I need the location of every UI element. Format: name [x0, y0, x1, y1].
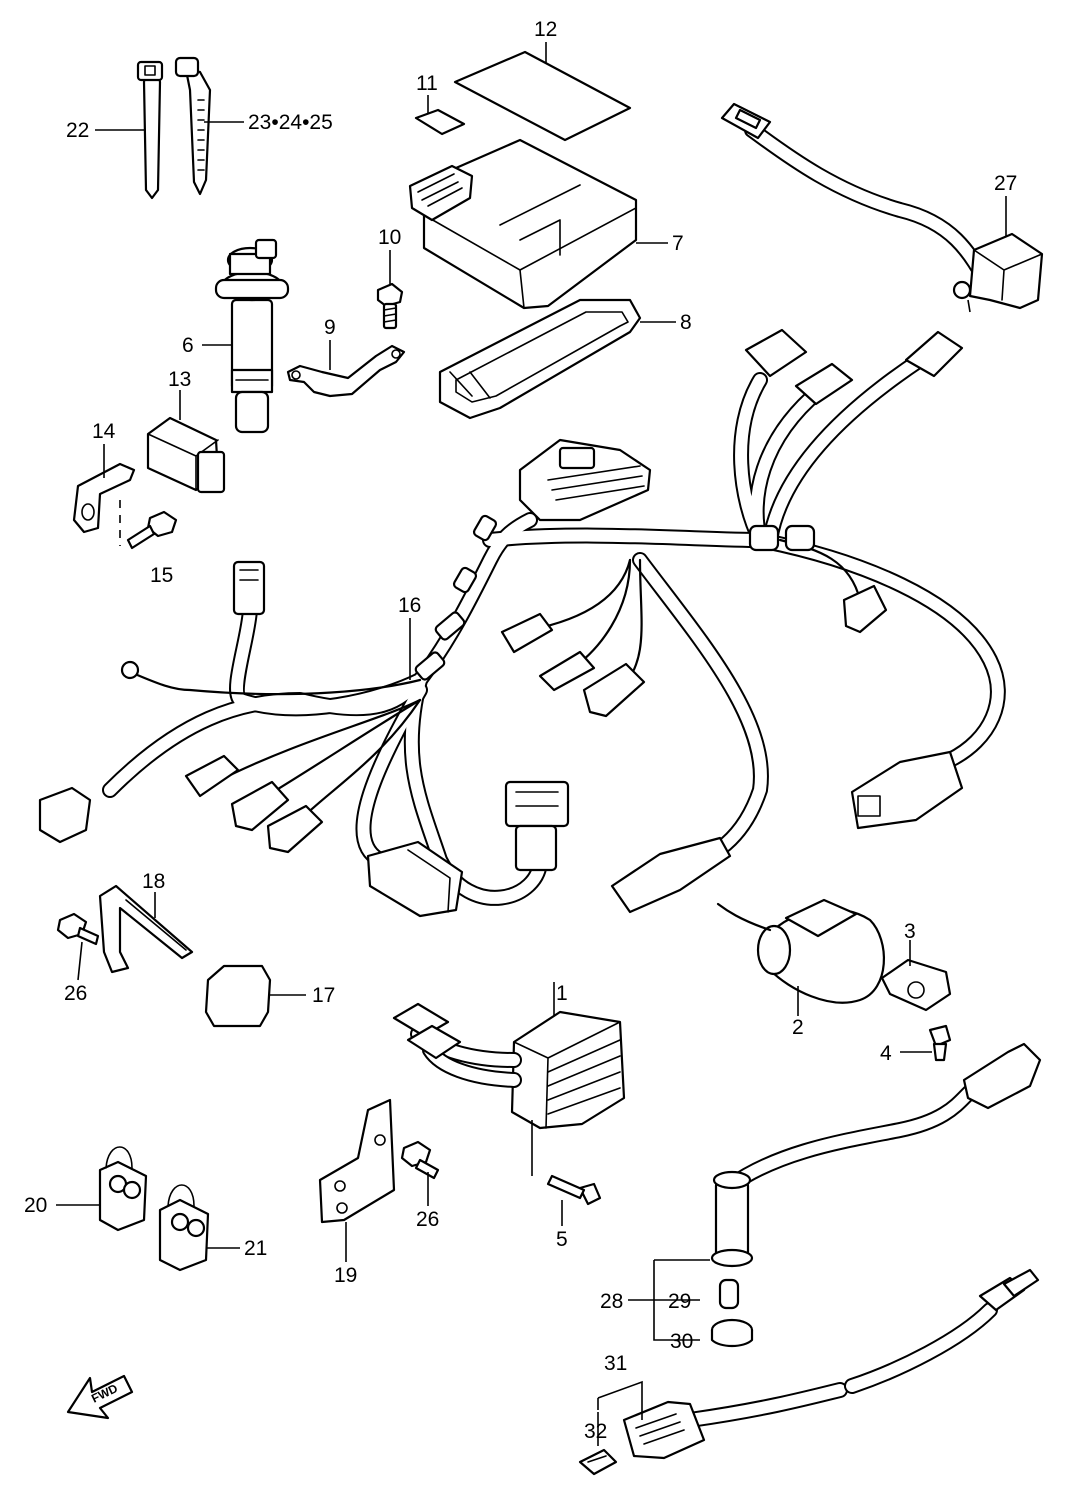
callout-15: 15: [150, 564, 173, 587]
callout-6: 6: [182, 334, 194, 357]
callout-3: 3: [904, 920, 916, 943]
part-21-fuse-holder: [158, 1184, 210, 1272]
callout-10: 10: [378, 226, 401, 249]
part-17-cover: [204, 964, 272, 1028]
callout-4: 4: [880, 1042, 892, 1065]
callout-27: 27: [994, 172, 1017, 195]
part-9-bracket: [286, 344, 406, 398]
callout-23-24-25: 23•24•25: [248, 111, 333, 134]
callout-21: 21: [244, 1237, 267, 1260]
callout-30: 30: [670, 1330, 693, 1353]
part-14-clip: [72, 462, 136, 534]
callout-1: 1: [556, 982, 568, 1005]
callout-7: 7: [672, 232, 684, 255]
part-29-grommet: [718, 1278, 740, 1310]
part-31-connector-harness: [622, 1268, 1040, 1460]
part-1-regulator: [392, 1002, 626, 1130]
part-28-sensor: [710, 1042, 1042, 1268]
part-7-ecu: [408, 138, 638, 310]
part-11-pad: [414, 108, 466, 136]
callout-16: 16: [398, 594, 421, 617]
part-20-fuse-holder: [98, 1146, 148, 1232]
part-27-sensor: [720, 102, 1044, 313]
part-15-bolt: [126, 510, 178, 550]
callout-31: 31: [604, 1352, 627, 1375]
part-10-bolt: [376, 282, 404, 330]
callout-2: 2: [792, 1016, 804, 1039]
part-19-bracket: [318, 1098, 396, 1224]
callout-29: 29: [668, 1290, 691, 1313]
part-26a-bolt: [56, 912, 100, 946]
part-31-leader: [597, 1380, 643, 1420]
callout-18: 18: [142, 870, 165, 893]
callout-26b: 26: [416, 1208, 439, 1231]
part-32-fuse: [578, 1448, 618, 1476]
callout-12: 12: [534, 18, 557, 41]
part-4-screw: [928, 1024, 952, 1062]
part-5-bolt: [546, 1174, 602, 1206]
callout-20: 20: [24, 1194, 47, 1217]
part-6-ignition-coil: [214, 238, 290, 434]
part-16-wiring-harness: [38, 328, 1006, 918]
callout-11: 11: [416, 72, 438, 95]
callout-28: 28: [600, 1290, 623, 1313]
callout-19: 19: [334, 1264, 357, 1287]
callout-26a: 26: [64, 982, 87, 1005]
callout-5: 5: [556, 1228, 568, 1251]
callout-9: 9: [324, 316, 336, 339]
part-23-cable-tie-mount: [174, 56, 212, 196]
part-2-condenser: [716, 898, 886, 1004]
callout-14: 14: [92, 420, 116, 443]
callout-13: 13: [168, 368, 191, 391]
callout-labels: 1 2 3 4 5 6 7 8 9 10 11 12 13 14 15 16 1…: [24, 18, 1017, 1443]
callout-8: 8: [680, 311, 692, 334]
part-22-cable-tie: [136, 60, 164, 200]
leader-lines: [56, 42, 1007, 1446]
part-13-relay: [146, 416, 226, 494]
part-30-cap: [710, 1318, 754, 1348]
part-8-strap: [438, 298, 642, 420]
part-18-bracket: [98, 884, 194, 974]
callout-17: 17: [312, 984, 335, 1007]
part-12-sheet: [453, 50, 632, 142]
fwd-arrow-icon: FWD: [66, 1374, 134, 1420]
part-26b-bolt: [400, 1140, 440, 1180]
part-28-bracket-leader: [628, 1259, 710, 1341]
callout-22: 22: [66, 119, 89, 142]
part-3-bracket: [880, 958, 952, 1012]
callout-32: 32: [584, 1420, 607, 1443]
